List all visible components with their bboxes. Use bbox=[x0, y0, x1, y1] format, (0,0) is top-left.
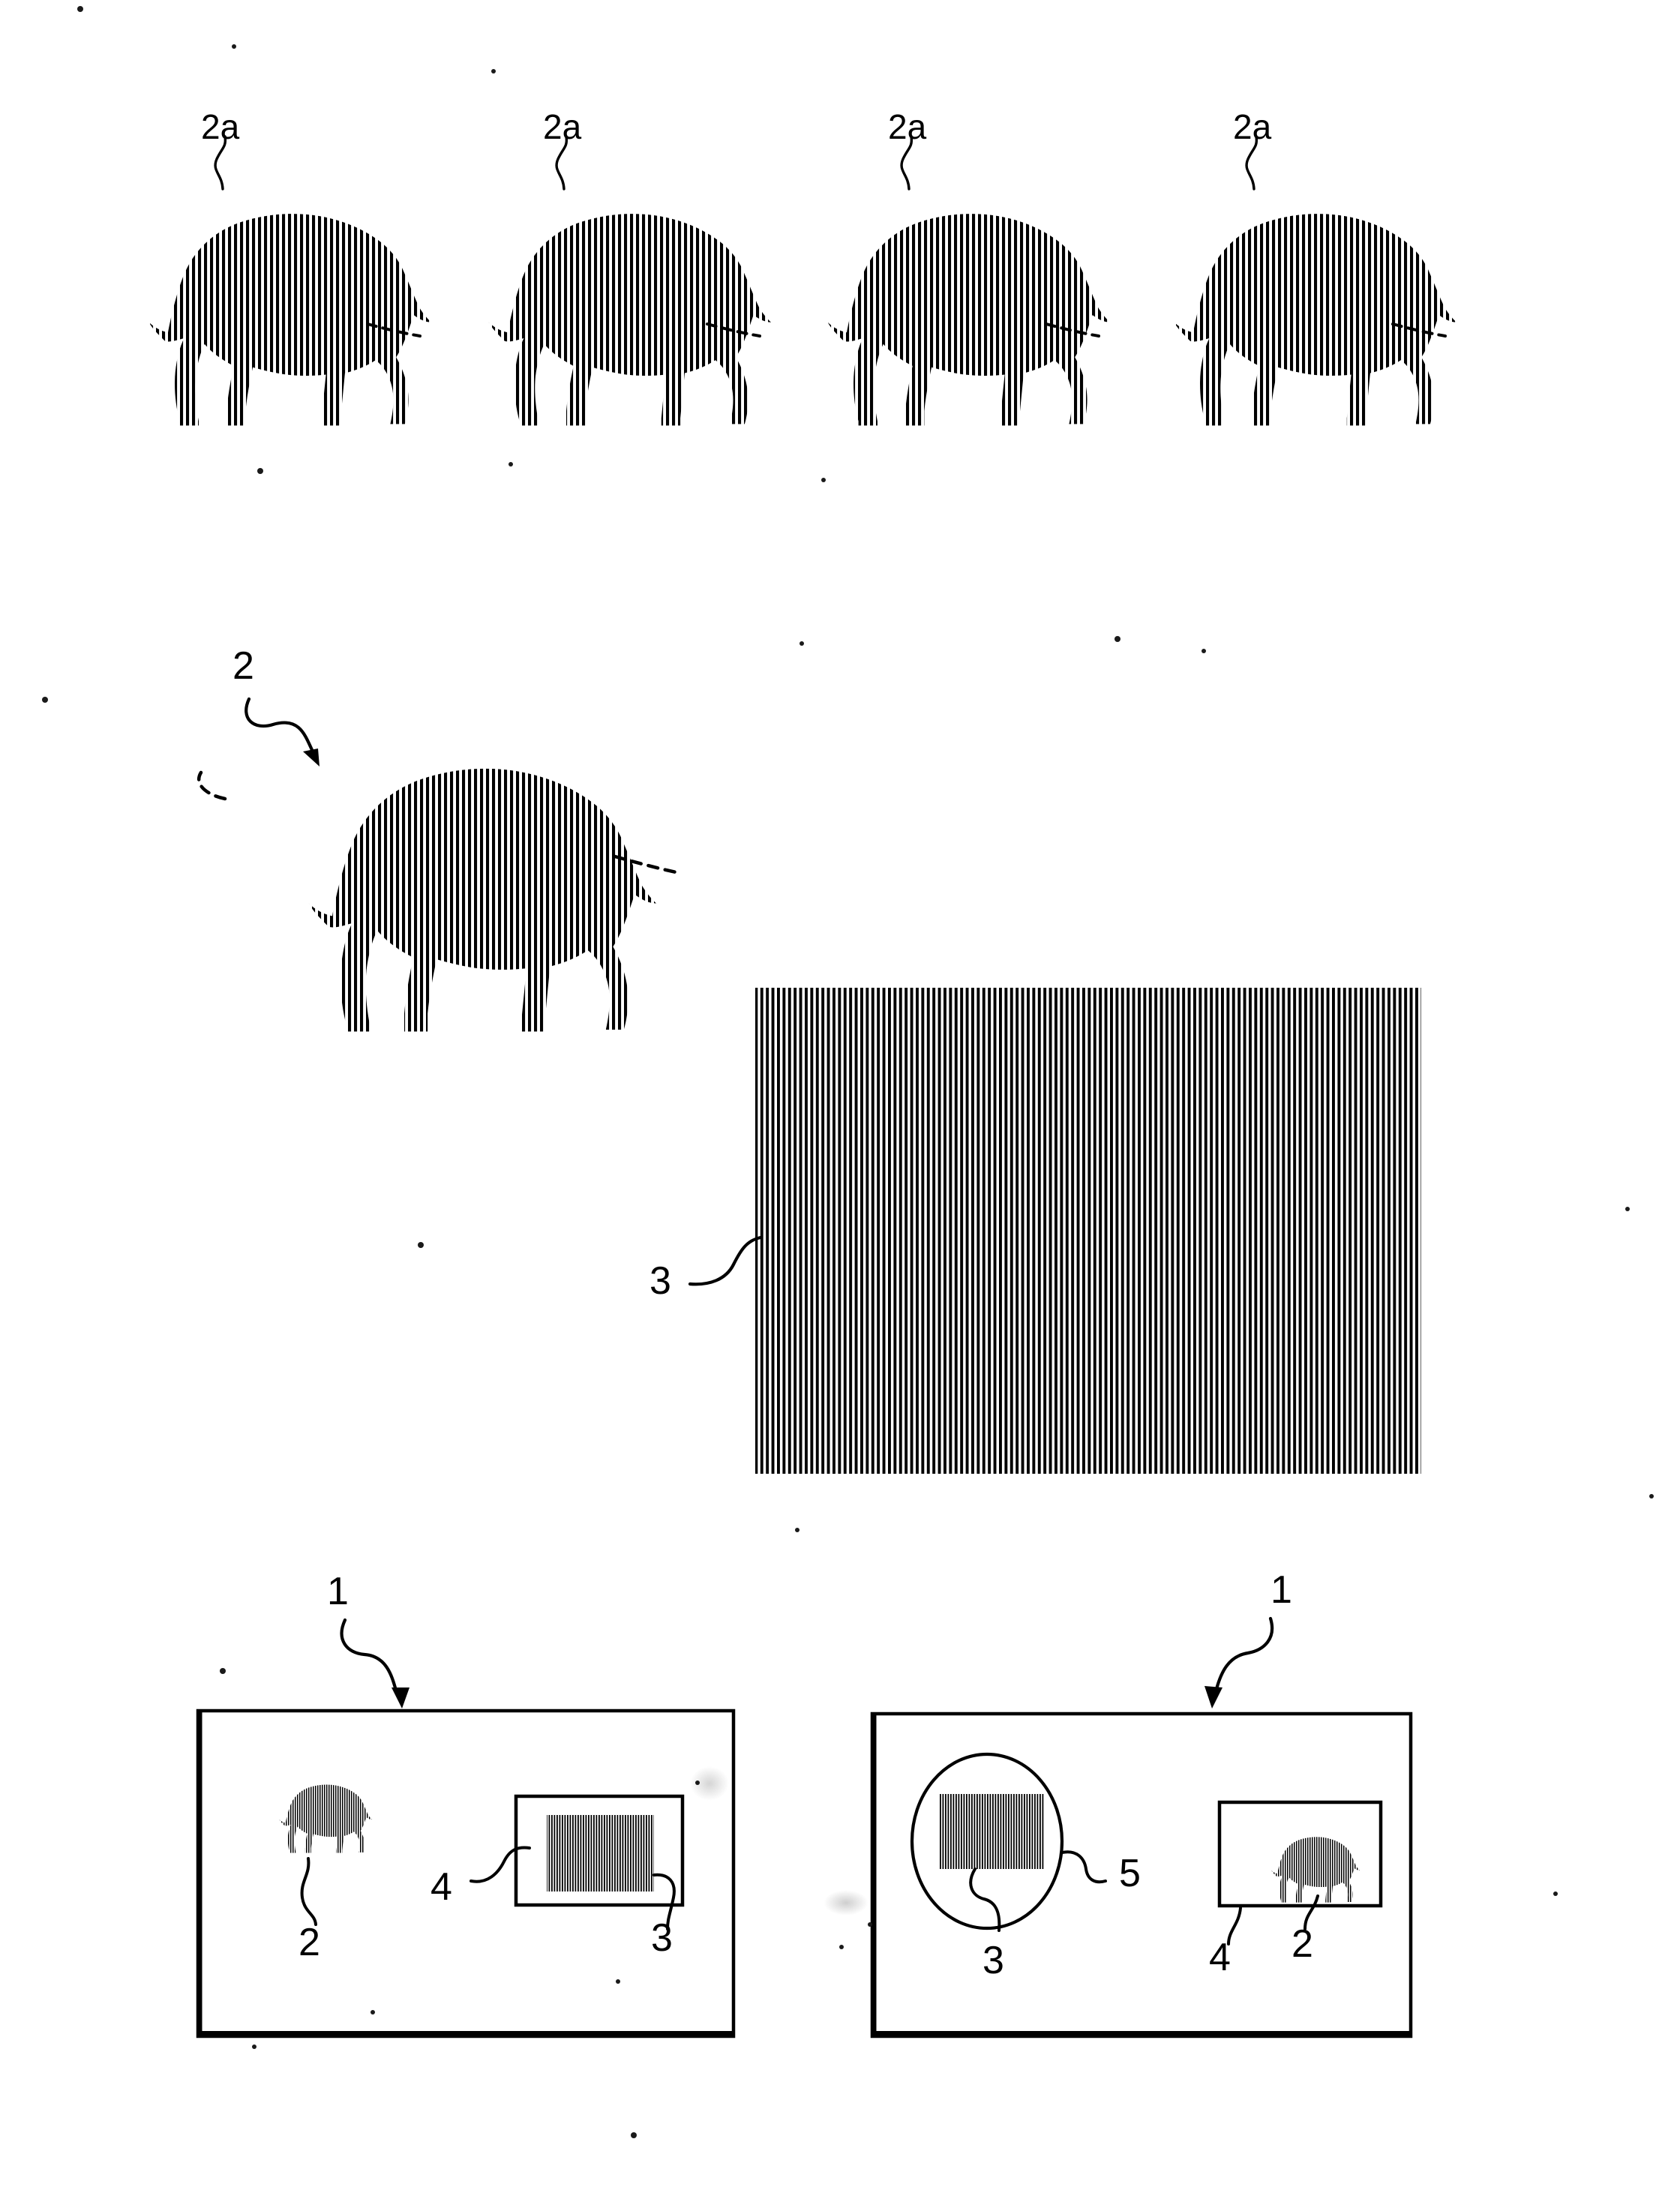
scan-speck bbox=[257, 468, 263, 474]
elephant-2a-4 bbox=[1174, 135, 1456, 426]
elephant-tail-dash-big bbox=[196, 770, 227, 801]
smudge-left-of-right-card bbox=[824, 1890, 868, 1916]
stripe-patch-right-3 bbox=[940, 1794, 1045, 1869]
elephant-trunk-dash-3 bbox=[1045, 322, 1100, 338]
scan-speck bbox=[1114, 636, 1120, 642]
stripe-patch-left-3 bbox=[547, 1815, 654, 1892]
elephant-2a-3 bbox=[827, 135, 1110, 426]
scan-speck bbox=[800, 641, 804, 646]
scan-speck bbox=[508, 462, 513, 466]
scan-speck bbox=[1553, 1892, 1558, 1896]
leader-line-right-5 bbox=[1060, 1850, 1107, 1884]
ref-label-right-2: 2 bbox=[1292, 1922, 1313, 1966]
smudge-inside-left-card bbox=[690, 1766, 729, 1801]
scan-speck bbox=[220, 1668, 226, 1674]
scan-speck bbox=[491, 69, 496, 74]
middle-elephant-group bbox=[196, 697, 682, 1032]
elephant-2a-1 bbox=[148, 135, 431, 426]
leader-line-right-3 bbox=[969, 1868, 1001, 1932]
ref-label-right-card-1: 1 bbox=[1270, 1568, 1292, 1612]
ref-label-2a-2: 2a bbox=[543, 107, 582, 146]
ref-label-left-4: 4 bbox=[430, 1865, 452, 1909]
scan-speck bbox=[77, 6, 83, 12]
scan-speck bbox=[616, 1979, 620, 1984]
arrow-head-left-1 bbox=[392, 1688, 410, 1708]
scan-speck bbox=[42, 697, 48, 703]
elephant-trunk-dash-big bbox=[613, 854, 682, 875]
ref-label-right-4: 4 bbox=[1209, 1936, 1231, 1979]
elephant-trunk-dash-4 bbox=[1391, 322, 1447, 338]
ref-label-middle-2: 2 bbox=[232, 644, 254, 688]
scan-speck bbox=[821, 478, 826, 482]
elephant-2a-2 bbox=[488, 135, 771, 426]
ref-label-2a-3: 2a bbox=[888, 107, 927, 146]
elephant-trunk-dash-1 bbox=[366, 322, 422, 338]
circle-region-5 bbox=[910, 1752, 1064, 1930]
ref-label-left-card-1: 1 bbox=[327, 1570, 349, 1613]
scan-speck bbox=[1625, 1207, 1630, 1211]
scan-speck bbox=[1649, 1494, 1654, 1498]
arrow-leader-2 bbox=[244, 697, 314, 752]
scan-speck bbox=[839, 1945, 844, 1949]
stripe-panel-3 bbox=[688, 988, 1421, 1474]
ref-label-right-5: 5 bbox=[1119, 1852, 1141, 1895]
ref-label-2a-1: 2a bbox=[201, 107, 240, 146]
ref-label-left-2: 2 bbox=[298, 1921, 320, 1964]
frame-rect-left-4 bbox=[514, 1794, 685, 1907]
ref-label-panel-3: 3 bbox=[650, 1259, 671, 1303]
top-row-elephants bbox=[148, 135, 1456, 426]
leader-line-3-panel bbox=[688, 1235, 763, 1286]
arrow-leader-right-1 bbox=[1214, 1616, 1274, 1691]
arrow-head-2 bbox=[303, 748, 320, 766]
card-outline-left bbox=[196, 1708, 736, 2038]
scan-speck bbox=[695, 1780, 700, 1785]
ref-label-2a-4: 2a bbox=[1233, 107, 1272, 146]
scan-speck bbox=[795, 1528, 800, 1532]
ref-label-left-3: 3 bbox=[651, 1916, 673, 1960]
scan-speck bbox=[1202, 649, 1206, 653]
card-outline-right bbox=[870, 1712, 1413, 2038]
scan-speck bbox=[868, 1922, 872, 1927]
arrow-head-right-1 bbox=[1204, 1686, 1222, 1708]
scan-speck bbox=[232, 44, 236, 49]
leader-line-left-4 bbox=[470, 1846, 531, 1883]
scan-speck bbox=[370, 2010, 375, 2014]
left-card-group bbox=[196, 1618, 736, 2038]
scan-speck bbox=[631, 2132, 637, 2138]
right-card-group bbox=[870, 1616, 1413, 2038]
arrow-leader-left-1 bbox=[340, 1618, 398, 1693]
elephant-trunk-dash-2 bbox=[706, 322, 761, 338]
ref-label-right-3: 3 bbox=[982, 1939, 1004, 1982]
leader-line-left-2 bbox=[300, 1857, 317, 1926]
scan-speck bbox=[418, 1242, 424, 1248]
frame-rect-right-4 bbox=[1217, 1800, 1383, 1908]
scan-speck bbox=[252, 2044, 256, 2049]
